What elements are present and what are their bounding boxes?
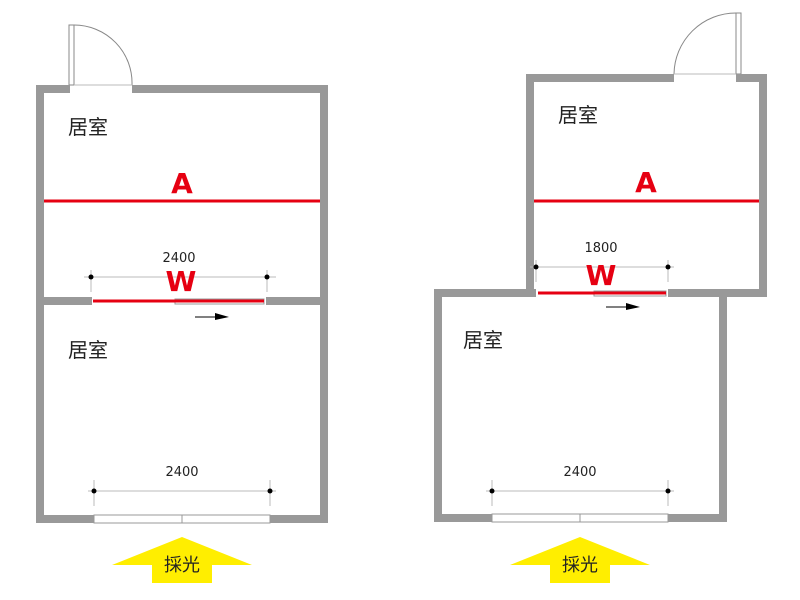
daylight-arrow-icon — [510, 537, 650, 583]
door — [673, 12, 742, 75]
dimension-text: 2400 — [165, 465, 198, 480]
plan-left: 居室 居室 A 2400 W 2400 採光 — [36, 24, 328, 583]
wall — [736, 74, 767, 82]
wall — [266, 297, 328, 305]
wall — [526, 74, 674, 82]
wall — [668, 289, 767, 297]
daylight-arrow-icon — [112, 537, 252, 583]
wall — [434, 289, 442, 522]
door — [68, 24, 133, 86]
opening-label: W — [586, 259, 617, 292]
dimension-opening: 2400 — [84, 251, 276, 292]
opening-label: W — [166, 265, 197, 298]
daylight-label: 採光 — [164, 555, 200, 576]
wall — [36, 515, 94, 523]
wall — [434, 514, 492, 522]
wall — [759, 74, 767, 297]
wall — [36, 85, 70, 93]
room-label: 居室 — [463, 328, 503, 352]
wall — [526, 74, 534, 297]
dimension-text: 2400 — [162, 251, 195, 266]
wall — [434, 289, 536, 297]
wall — [668, 514, 727, 522]
axis-label: A — [171, 167, 193, 200]
room-label: 居室 — [68, 115, 108, 139]
window — [491, 513, 669, 523]
sliding-door — [538, 290, 667, 310]
dimension-window: 2400 — [88, 465, 276, 506]
daylight-label: 採光 — [562, 555, 598, 576]
arrow-right-icon — [215, 313, 229, 320]
room-label: 居室 — [68, 338, 108, 362]
sliding-door — [93, 298, 265, 320]
dimension-opening: 1800 — [530, 241, 674, 282]
dimension-text: 1800 — [584, 241, 617, 256]
axis-label: A — [635, 166, 657, 199]
window — [93, 514, 271, 524]
room-label: 居室 — [558, 103, 598, 127]
wall — [36, 297, 92, 305]
wall — [270, 515, 328, 523]
plan-right: 居室 居室 A 1800 W 2400 採光 — [434, 12, 767, 583]
dimension-text: 2400 — [563, 465, 596, 480]
wall — [132, 85, 328, 93]
dimension-window: 2400 — [486, 465, 674, 506]
arrow-right-icon — [626, 303, 640, 310]
wall — [719, 297, 727, 522]
